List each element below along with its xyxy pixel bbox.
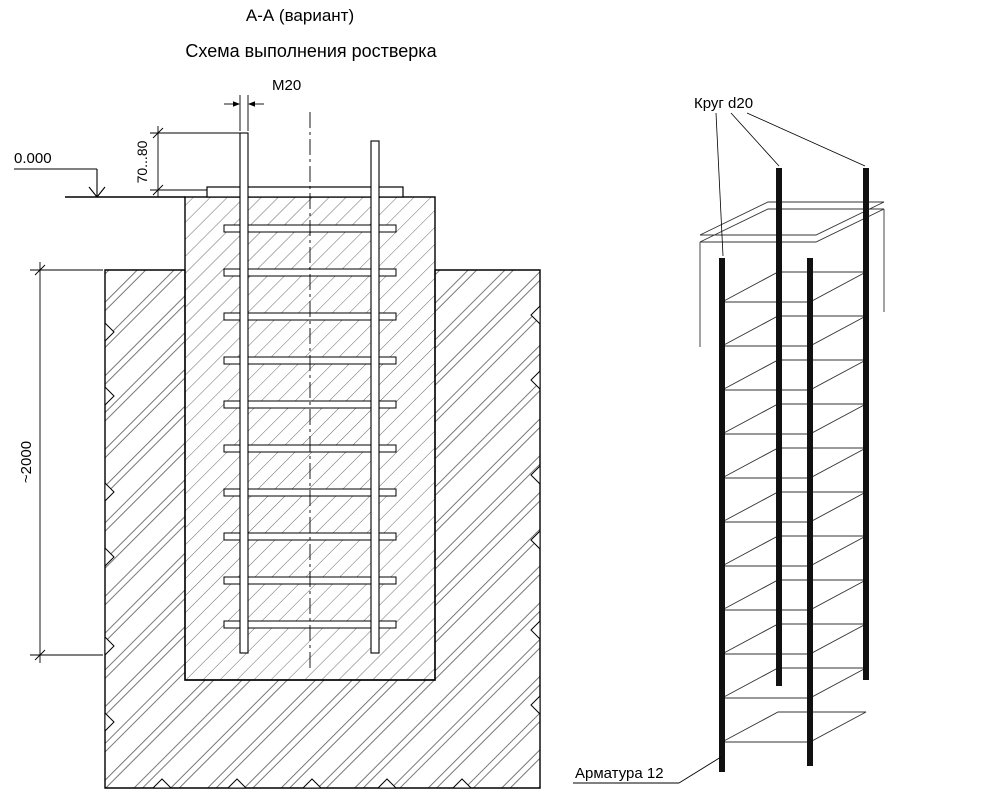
depth-dimension: ~2000 [18, 262, 103, 663]
leader-line [746, 112, 866, 167]
cage-tie [721, 315, 867, 347]
soil-break-mark [104, 385, 115, 407]
protrusion-dimension: 70...80 [134, 126, 240, 197]
soil-break-mark [104, 481, 115, 503]
rebar-label: Арматура 12 [575, 765, 664, 782]
leader-line [730, 112, 780, 167]
bolt-label: М20 [272, 77, 301, 94]
soil-break-mark [104, 635, 115, 657]
soil-break-mark [530, 464, 541, 486]
cage-tie [721, 447, 867, 479]
cage-tie [721, 711, 867, 743]
leader-line [715, 112, 724, 257]
soil-break-mark [530, 694, 541, 716]
rod-callout: Круг d20 [694, 95, 866, 257]
cage-bar-front-right [807, 258, 813, 766]
soil-break-mark [451, 778, 473, 789]
cage-tie [721, 579, 867, 611]
cage-tie [721, 359, 867, 391]
soil-break-mark [530, 304, 541, 326]
level-arrow [88, 186, 98, 198]
rebar-callout: Арматура 12 [573, 756, 722, 784]
dimension-tick [152, 184, 164, 196]
cage-tie [721, 535, 867, 567]
cage-frame [699, 201, 885, 236]
cage-tie [721, 623, 867, 655]
soil-break-mark [376, 778, 398, 789]
soil-break-mark [104, 321, 115, 343]
dimension-tick [34, 264, 46, 276]
anchor-bolt-left [239, 132, 249, 654]
soil-break-mark [226, 778, 248, 789]
cage-tie [721, 403, 867, 435]
depth-dim-label: ~2000 [18, 441, 35, 483]
soil-break-mark [104, 546, 115, 568]
soil-break-mark [530, 369, 541, 391]
rebar-cage-view: Круг d20 Арматура 12 [573, 95, 885, 784]
cage-tie [721, 491, 867, 523]
drawing-title: Схема выполнения ростверка [185, 41, 437, 61]
cage-bar-back-right [863, 168, 869, 680]
cage-frame [699, 208, 885, 243]
soil-break-mark [301, 778, 323, 789]
arrowhead [233, 101, 240, 107]
soil-break-mark [151, 778, 173, 789]
soil-break-mark [530, 619, 541, 641]
protrusion-dim-label: 70...80 [134, 140, 150, 183]
soil-break-mark [530, 529, 541, 551]
section-view [65, 112, 541, 789]
arrowhead [248, 101, 255, 107]
anchor-bolt-right [370, 140, 380, 654]
dimension-tick [152, 127, 164, 139]
cage-bar-front-left [719, 258, 725, 772]
soil-break-marks [104, 304, 541, 789]
zero-level-label: 0.000 [14, 150, 52, 167]
dimension-tick [34, 649, 46, 661]
cage-bar-back-left [776, 168, 782, 686]
cage-tie [721, 667, 867, 699]
titles: А-А (вариант) Схема выполнения ростверка [185, 6, 437, 61]
section-title: А-А (вариант) [246, 6, 354, 25]
zero-level-mark: 0.000 [14, 150, 106, 198]
cage-tie [721, 271, 867, 303]
soil-break-mark [104, 711, 115, 733]
leader-line [678, 756, 722, 784]
anchor-plate [206, 186, 404, 198]
cage-ties [721, 271, 867, 743]
rod-label: Круг d20 [694, 95, 753, 112]
level-arrow [96, 186, 106, 198]
m20-callout: М20 [224, 77, 301, 131]
